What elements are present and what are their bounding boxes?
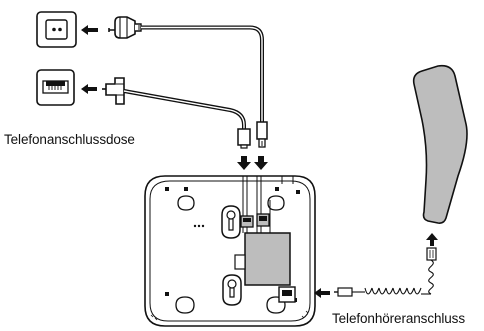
phone-plug-icon xyxy=(102,77,125,105)
power-cable xyxy=(141,25,264,122)
arrow-down-icon xyxy=(237,156,251,170)
base-station xyxy=(144,175,316,327)
arrow-left-icon xyxy=(81,84,97,94)
phone-wall-socket-icon xyxy=(36,69,75,106)
power-adapter-icon xyxy=(108,16,142,39)
arrow-down-icon xyxy=(254,156,268,170)
phone-cable xyxy=(123,89,246,140)
coiled-cord xyxy=(352,259,434,295)
phone-line-plug-icon xyxy=(237,128,251,149)
handset xyxy=(412,64,468,224)
phone-socket-label: Telefonanschlussdose xyxy=(4,132,135,147)
handset-port-label: Telefonhöreranschluss xyxy=(332,311,465,326)
handset-connector-icon xyxy=(426,247,437,261)
arrow-up-icon xyxy=(426,233,438,246)
power-plug-icon xyxy=(256,121,268,148)
power-outlet-icon xyxy=(36,11,77,48)
arrow-left-icon xyxy=(81,25,98,35)
cord-plug-icon xyxy=(334,287,353,297)
arrow-left-icon xyxy=(314,288,330,298)
